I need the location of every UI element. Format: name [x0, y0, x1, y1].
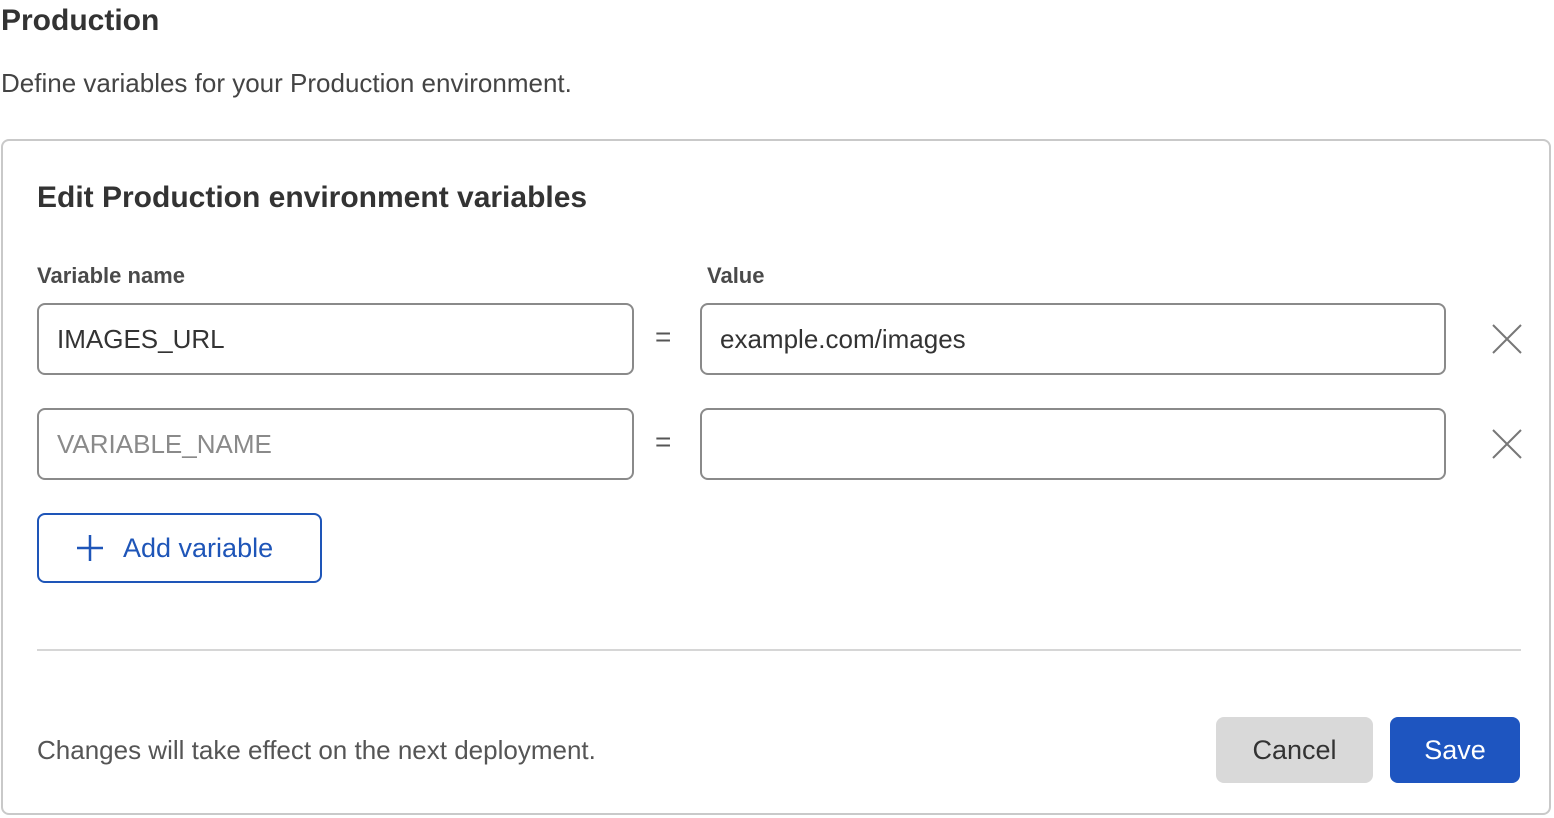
add-variable-button[interactable]: Add variable — [37, 513, 322, 583]
equals-sign: = — [655, 426, 672, 457]
equals-sign: = — [655, 321, 672, 352]
footer-note: Changes will take effect on the next dep… — [37, 735, 596, 765]
variable-row: = — [3, 408, 1549, 480]
value-column-label: Value — [707, 263, 765, 288]
cancel-button[interactable]: Cancel — [1216, 717, 1373, 783]
close-icon — [1492, 324, 1522, 354]
variable-name-input[interactable] — [37, 303, 634, 375]
card-title: Edit Production environment variables — [37, 181, 588, 214]
plus-icon — [77, 535, 103, 561]
variable-name-column-label: Variable name — [37, 263, 185, 288]
close-icon — [1492, 429, 1522, 459]
page-title: Production — [1, 4, 160, 37]
variable-row: = — [3, 303, 1549, 375]
save-button[interactable]: Save — [1390, 717, 1520, 783]
edit-variables-card: Edit Production environment variables Va… — [1, 139, 1551, 815]
variable-value-input[interactable] — [700, 303, 1446, 375]
variable-value-input[interactable] — [700, 408, 1446, 480]
page-subtitle: Define variables for your Production env… — [1, 68, 572, 98]
divider — [37, 649, 1521, 651]
remove-variable-button[interactable] — [1489, 321, 1525, 357]
variable-name-input[interactable] — [37, 408, 634, 480]
add-variable-label: Add variable — [123, 532, 274, 563]
remove-variable-button[interactable] — [1489, 426, 1525, 462]
